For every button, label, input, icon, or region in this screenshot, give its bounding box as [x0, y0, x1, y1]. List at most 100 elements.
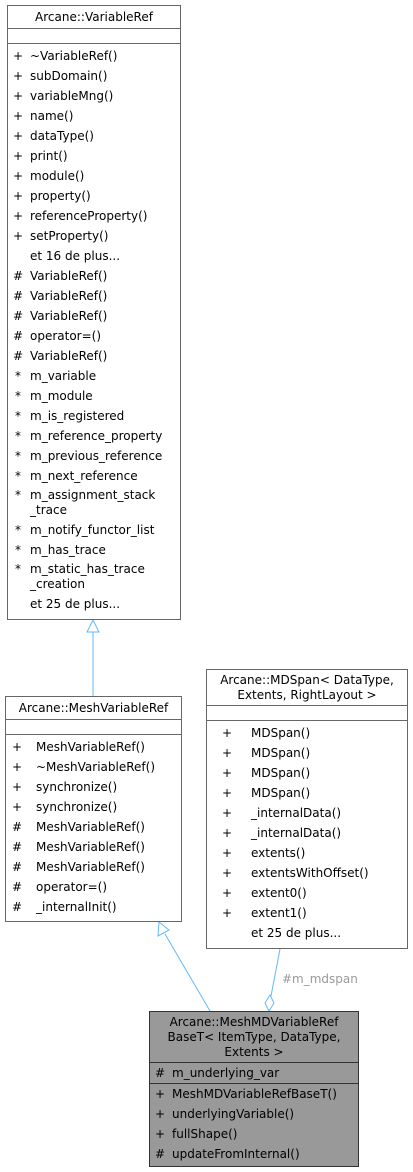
member-name: et 25 de plus... [30, 597, 121, 611]
class-member[interactable]: #VariableRef() [8, 286, 180, 306]
class-member[interactable]: #MeshVariableRef() [6, 857, 181, 877]
class-member[interactable]: +extentsWithOffset() [207, 863, 407, 883]
member-name: et 16 de plus... [30, 249, 121, 263]
class-member[interactable]: #VariableRef() [8, 346, 180, 366]
visibility-marker: # [154, 1066, 166, 1080]
member-name: module() [30, 169, 85, 183]
visibility-marker: + [221, 886, 233, 900]
class-member[interactable]: et 16 de plus... [8, 246, 180, 266]
class-title[interactable]: Arcane::MeshMDVariableRef BaseT< ItemTyp… [150, 1012, 358, 1062]
member-name: updateFromInternal() [172, 1147, 300, 1161]
member-name: _internalData() [251, 806, 342, 820]
visibility-marker: * [15, 469, 21, 483]
visibility-marker: # [12, 309, 24, 323]
visibility-marker: + [11, 800, 23, 814]
class-member[interactable]: *m_is_registered [8, 406, 180, 426]
member-name: m_assignment_stack _trace [30, 488, 156, 517]
visibility-marker: # [12, 289, 24, 303]
member-name: setProperty() [30, 229, 109, 243]
members-section: +MeshVariableRef()+~MeshVariableRef() + sy… [6, 734, 181, 917]
class-member[interactable]: +subDomain() [8, 66, 180, 86]
class-meshmdvariablerefbaset[interactable]: Arcane::MeshMDVariableRef BaseT< ItemTyp… [149, 1011, 359, 1167]
class-member[interactable]: +~MeshVariableRef() [6, 757, 181, 777]
member-name: MDSpan() [251, 726, 311, 740]
member-name: MeshVariableRef() [36, 740, 145, 754]
class-member[interactable]: #VariableRef() [8, 266, 180, 286]
member-name: m_previous_reference [30, 449, 163, 463]
visibility-marker: + [12, 89, 24, 103]
visibility-marker: * [15, 389, 21, 403]
class-member[interactable]: *m_reference_property [8, 426, 180, 446]
class-member[interactable]: +print() [8, 146, 180, 166]
class-member[interactable]: *m_variable [8, 366, 180, 386]
class-member[interactable]: # m_underlying_var [150, 1063, 358, 1083]
class-member[interactable]: +extent0() [207, 883, 407, 903]
class-title[interactable]: Arcane::VariableRef [35, 10, 153, 24]
class-member[interactable]: + MDSpan() [207, 783, 407, 803]
class-mdspan[interactable]: Arcane::MDSpan< DataType, Extents, Right… [206, 669, 408, 949]
class-member[interactable]: +dataType() [8, 126, 180, 146]
visibility-marker: * [15, 429, 21, 443]
class-member[interactable]: + synchronize() [6, 797, 181, 817]
member-name: synchronize() [36, 800, 118, 814]
class-member[interactable]: +underlyingVariable() [150, 1104, 358, 1124]
class-member[interactable]: #operator=() [6, 877, 181, 897]
class-member[interactable]: + module() [8, 166, 180, 186]
member-name: VariableRef() [30, 269, 108, 283]
class-member[interactable]: *m_has_trace [8, 540, 180, 560]
class-member[interactable]: +referenceProperty() [8, 206, 180, 226]
class-member[interactable]: +property() [8, 186, 180, 206]
class-member[interactable]: #MeshVariableRef() [6, 837, 181, 857]
member-name: m_underlying_var [172, 1066, 280, 1080]
class-member[interactable]: +MeshMDVariableRefBaseT() [150, 1084, 358, 1104]
visibility-marker: * [15, 562, 21, 576]
class-member[interactable]: #_internalInit() [6, 897, 181, 917]
class-member[interactable]: +synchronize() [6, 777, 181, 797]
visibility-marker: + [221, 786, 233, 800]
class-member[interactable]: +_internalData() [207, 803, 407, 823]
class-member[interactable]: + MDSpan() [207, 743, 407, 763]
class-member[interactable]: +variableMng() [8, 86, 180, 106]
member-name: underlyingVariable() [172, 1107, 295, 1121]
class-member[interactable]: et 25 de plus... [207, 923, 407, 943]
class-member[interactable]: +extent1() [207, 903, 407, 923]
class-member[interactable]: +extents() [207, 843, 407, 863]
member-name: MDSpan() [251, 746, 311, 760]
class-member[interactable]: #MeshVariableRef() [6, 817, 181, 837]
visibility-marker: + [221, 746, 233, 760]
aggregation-diamond [264, 993, 275, 1013]
class-member[interactable]: #operator=() [8, 326, 180, 346]
class-member[interactable]: +MDSpan() [207, 723, 407, 743]
member-name: m_module [30, 389, 93, 403]
class-title[interactable]: Arcane::MeshVariableRef [18, 701, 169, 715]
class-member[interactable]: * m_module [8, 386, 180, 406]
visibility-marker: # [12, 349, 24, 363]
class-member[interactable]: *m_next_reference [8, 466, 180, 486]
member-name: VariableRef() [30, 309, 108, 323]
class-member[interactable]: +~VariableRef() [8, 46, 180, 66]
class-member[interactable]: +name() [8, 106, 180, 126]
class-member[interactable]: #updateFromInternal() [150, 1144, 358, 1164]
class-member[interactable]: +fullShape() [150, 1124, 358, 1144]
class-member[interactable]: et 25 de plus... [8, 594, 180, 614]
member-name: subDomain() [30, 69, 108, 83]
class-member[interactable]: *m_assignment_stack _trace [8, 486, 180, 520]
class-meshvariableref[interactable]: Arcane::MeshVariableRef +MeshVariableRef… [5, 696, 182, 922]
class-member[interactable]: +setProperty() [8, 226, 180, 246]
class-member[interactable]: +MeshVariableRef() [6, 737, 181, 757]
class-member[interactable]: +_internalData() [207, 823, 407, 843]
class-member[interactable]: *m_notify_functor_list [8, 520, 180, 540]
member-name: referenceProperty() [30, 209, 148, 223]
class-member[interactable]: *m_static_has_trace _creation [8, 560, 180, 594]
visibility-marker: + [12, 49, 24, 63]
class-member[interactable]: +MDSpan() [207, 763, 407, 783]
class-member[interactable]: # VariableRef() [8, 306, 180, 326]
class-title[interactable]: Arcane::MDSpan< DataType, Extents, Right… [207, 670, 407, 705]
class-variableref[interactable]: Arcane::VariableRef +~VariableRef()+subD… [7, 5, 181, 620]
visibility-marker: + [221, 846, 233, 860]
member-name: MDSpan() [251, 786, 311, 800]
visibility-marker: + [12, 109, 24, 123]
class-member[interactable]: *m_previous_reference [8, 446, 180, 466]
visibility-marker: + [12, 169, 24, 183]
